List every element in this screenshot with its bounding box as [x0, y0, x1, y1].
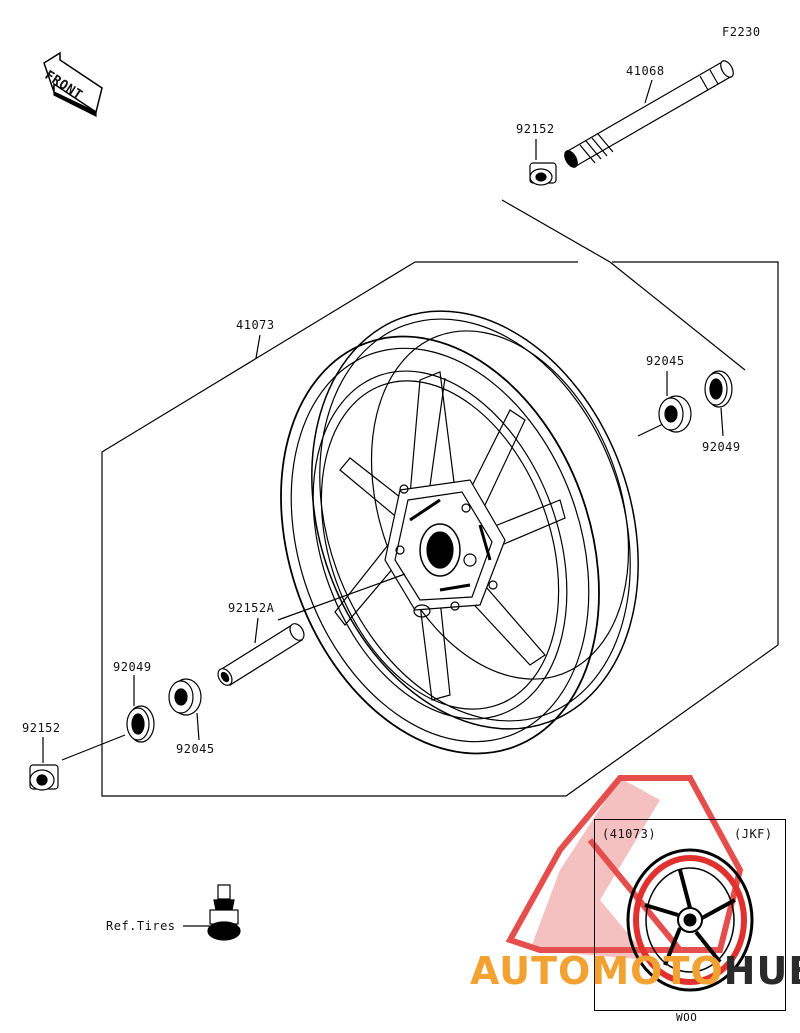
tire-valve-drawing [207, 884, 241, 941]
part-label-seal-right: 92049 [702, 440, 741, 454]
watermark-part1: AUTOMOTO [470, 949, 724, 993]
front-arrow-icon [43, 51, 103, 117]
inset-variant: (JKF) [734, 827, 773, 841]
watermark-text: AUTOMOTOHUB [470, 949, 800, 993]
part-label-seal-left: 92049 [113, 660, 152, 674]
part-label-bearing-right: 92045 [646, 354, 685, 368]
part-label-wheel: 41073 [236, 318, 275, 332]
inset-wheel-drawing [626, 848, 754, 992]
axle-41068-drawing [564, 60, 734, 168]
inset-footer: WOO [676, 1011, 698, 1024]
watermark-logo-icon [505, 775, 744, 960]
part-label-axle: 41068 [626, 64, 665, 78]
part-label-bearing-left: 92045 [176, 742, 215, 756]
inset-part-ref: (41073) [602, 827, 657, 841]
collar-92152-top-drawing [529, 162, 557, 186]
watermark-part2: HUB [723, 949, 800, 993]
bearing-92045-right-drawing [658, 395, 692, 433]
seal-92049-right-drawing [704, 370, 733, 408]
distance-collar-92152A-drawing [217, 623, 305, 686]
seal-92049-left-drawing [126, 705, 155, 743]
inset-box [594, 819, 786, 1011]
valve-ref-label: Ref.Tires [106, 919, 176, 933]
part-label-collar-top: 92152 [516, 122, 555, 136]
figure-code: F2230 [722, 25, 761, 39]
bearing-92045-left-drawing [168, 678, 202, 716]
part-label-distance-collar: 92152A [228, 601, 275, 615]
part-label-collar-left: 92152 [22, 721, 61, 735]
wheel-41073-drawing [280, 310, 639, 755]
collar-92152-left-drawing [29, 764, 59, 791]
